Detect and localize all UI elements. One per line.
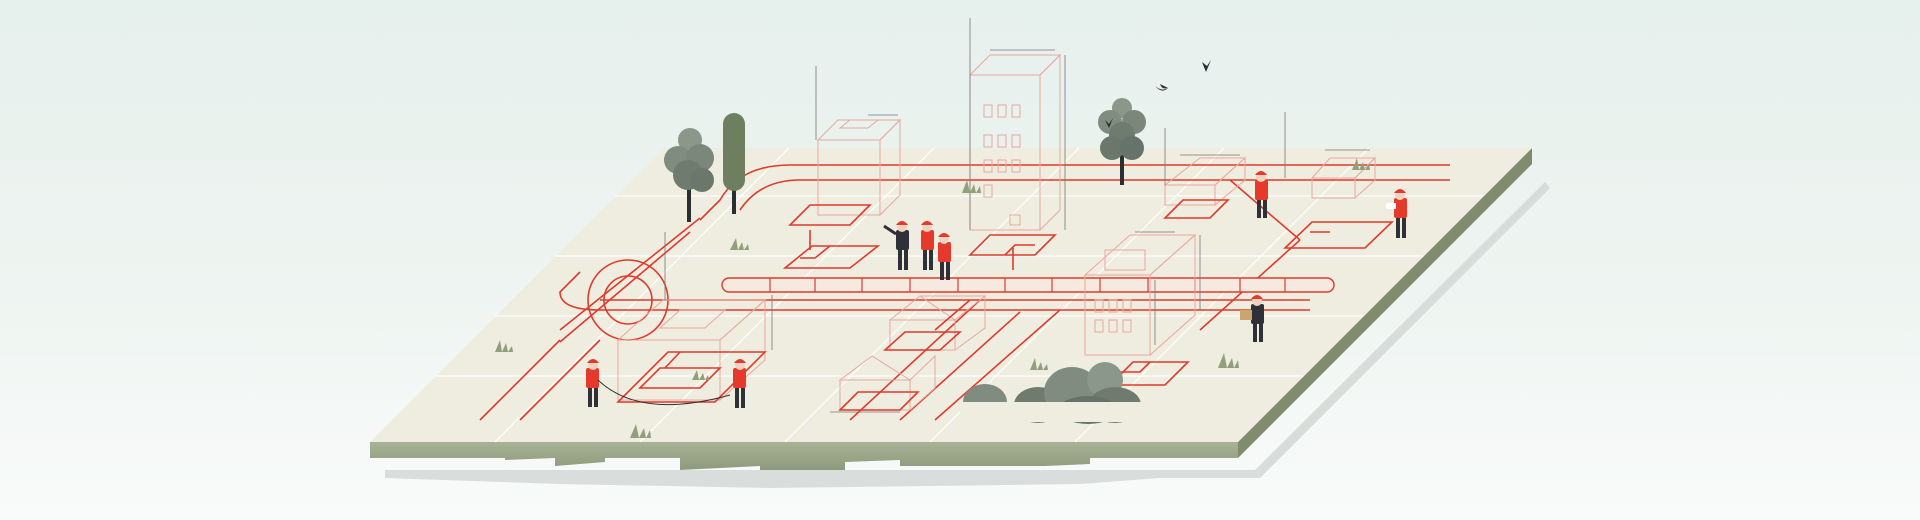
- building-tall-tower: [968, 53, 1062, 232]
- utility-plan-lines: [479, 164, 1450, 421]
- building-apartment-right: [1083, 233, 1197, 357]
- building-apartment-right-footprint: [1108, 361, 1190, 386]
- worker-icon: [1255, 171, 1268, 218]
- bird-icon: [1105, 118, 1113, 128]
- building-left-lower: [616, 298, 767, 402]
- house-right-1-footprint: [1163, 199, 1230, 219]
- bird-icon: [1155, 84, 1168, 91]
- house-center-footprint: [882, 299, 971, 351]
- bird-icon: [1202, 60, 1211, 72]
- house-bottom-footprint: [838, 391, 920, 411]
- worker-icon: [733, 359, 746, 408]
- worker-icon: [1386, 189, 1407, 238]
- house-center: [888, 294, 986, 351]
- dimension-markers: [664, 18, 1370, 413]
- house-right-1: [1163, 156, 1247, 207]
- house-right-2-footprint: [1283, 221, 1394, 249]
- building-tall-tower-footprint: [968, 234, 1057, 270]
- worker-icon: [1240, 295, 1264, 342]
- worker-icon: [921, 221, 934, 270]
- grass-tuft-icon: [495, 158, 1370, 438]
- main-pipe: [721, 277, 1335, 293]
- tree-icon: [664, 128, 714, 222]
- worker-icon: [938, 233, 951, 280]
- tree-icon: [1098, 98, 1146, 185]
- building-left-lower-footprint: [616, 351, 767, 403]
- house-right-2: [1310, 156, 1377, 200]
- tall-tree-icon: [723, 113, 745, 214]
- building-box-left: [816, 118, 902, 217]
- bush-icon: [960, 362, 1150, 424]
- worker-icon: [883, 221, 909, 270]
- worker-icon: [586, 359, 731, 407]
- building-box-left-footprint: [782, 204, 881, 269]
